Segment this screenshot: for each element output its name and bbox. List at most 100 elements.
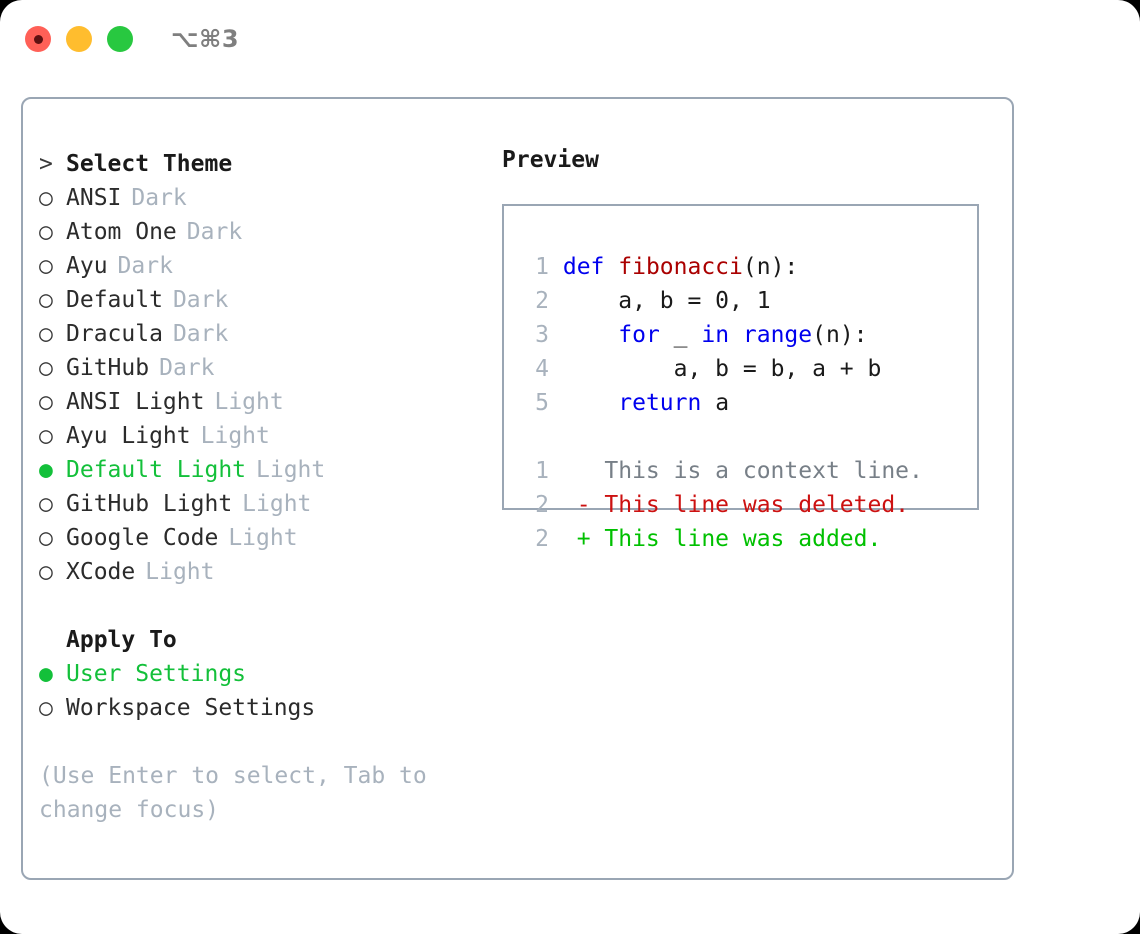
keyboard-hint: (Use Enter to select, Tab to change focu… [39,763,427,823]
theme-list-item[interactable]: ● Default Light Light [39,453,479,487]
diff-text: + This line was added. [549,526,882,552]
theme-name: Google Code [66,525,219,551]
line-number: 2 [535,492,549,518]
code-token: a [701,390,730,416]
code-diff-gap [520,420,970,454]
radio-unselected-icon: ○ [39,491,53,517]
apply-to-header: ○ Apply To [39,623,479,657]
theme-category-tag: Light [256,457,326,483]
code-token: (n): [812,322,868,348]
prompt-caret-icon: > [39,151,53,177]
code-text: for _ in range(n): [549,322,868,348]
theme-list-item[interactable]: ○ GitHub Light Light [39,487,479,521]
radio-selected-icon: ● [39,457,53,483]
radio-unselected-icon: ○ [39,219,53,245]
code-token: _ [659,322,702,348]
diff-text: - This line was deleted. [549,492,910,518]
theme-picker-header: > Select Theme [39,147,479,181]
theme-name: XCode [66,559,136,585]
code-line: 5 return a [520,386,970,420]
radio-unselected-icon: ○ [39,185,53,211]
code-token: for [618,322,660,348]
list-spacer [39,589,479,623]
radio-unselected-icon: ○ [39,253,53,279]
code-text: def fibonacci(n): [549,254,798,280]
apply-to-marker-placeholder: ○ [39,623,66,657]
code-token [563,390,618,416]
theme-list-item[interactable]: ○ Default Dark [39,283,479,317]
apply-to-item[interactable]: ● User Settings [39,657,479,691]
apply-to-item[interactable]: ○Workspace Settings [39,691,479,725]
radio-unselected-icon: ○ [39,321,53,347]
theme-name: GitHub [66,355,150,381]
theme-category-tag: Light [228,525,298,551]
code-token [563,322,618,348]
title-bar: ⌥⌘3 [0,0,1140,78]
apply-to-label: User Settings [66,661,247,687]
code-text: a, b = 0, 1 [549,288,770,314]
theme-name: Default [66,287,163,313]
radio-unselected-icon: ○ [39,525,53,551]
close-icon [33,34,43,44]
theme-name: Default Light [66,457,247,483]
code-token: in range [701,322,813,348]
close-button[interactable] [25,26,51,52]
theme-category-tag: Light [145,559,215,585]
theme-name: GitHub Light [66,491,233,517]
line-number: 2 [535,526,549,552]
radio-unselected-icon: ○ [39,355,53,381]
theme-category-tag: Dark [172,287,229,313]
radio-unselected-icon: ○ [39,423,53,449]
radio-unselected-icon: ○ [39,695,53,721]
theme-category-tag: Light [200,423,270,449]
theme-list-item[interactable]: ○ Ayu Dark [39,249,479,283]
line-number: 1 [535,458,549,484]
maximize-button[interactable] [107,26,133,52]
code-line: 2 a, b = 0, 1 [520,284,970,318]
code-text: return a [549,390,729,416]
theme-category-tag: Light [242,491,312,517]
theme-name: Ayu Light [66,423,191,449]
theme-category-tag: Light [214,389,284,415]
apply-to-title: Apply To [66,627,177,653]
line-number: 3 [535,322,549,348]
theme-picker-title: Select Theme [66,151,233,177]
diff-text: This is a context line. [549,458,923,484]
apply-to-list: ● User Settings ○Workspace Settings [39,657,479,725]
radio-unselected-icon: ○ [39,389,53,415]
radio-unselected-icon: ○ [39,287,53,313]
theme-list-item[interactable]: ○ Ayu Light Light [39,419,479,453]
diff-line: 2 - This line was deleted. [520,488,970,522]
radio-selected-icon: ● [39,661,53,687]
code-line: 4 a, b = b, a + b [520,352,970,386]
line-number: 1 [535,254,549,280]
line-number: 4 [535,356,549,382]
preview-title: Preview [502,147,599,173]
minimize-button[interactable] [66,26,92,52]
code-line: 1 def fibonacci(n): [520,250,970,284]
theme-category-tag: Dark [159,355,215,381]
theme-name: Ayu [66,253,108,279]
theme-category-tag: Dark [117,253,173,279]
preview-pane: Preview 1 def fibonacci(n):2 a, b = 0, 1… [502,147,992,552]
theme-name: Atom One [66,219,177,245]
line-number: 2 [535,288,549,314]
theme-name: Dracula [66,321,163,347]
code-text: a, b = b, a + b [549,356,882,382]
theme-list-item[interactable]: ○ GitHub Dark [39,351,479,385]
diff-line: 2 + This line was added. [520,522,970,556]
keyboard-shortcut-label: ⌥⌘3 [171,25,240,53]
line-number: 5 [535,390,549,416]
theme-list-item[interactable]: ○ Google Code Light [39,521,479,555]
